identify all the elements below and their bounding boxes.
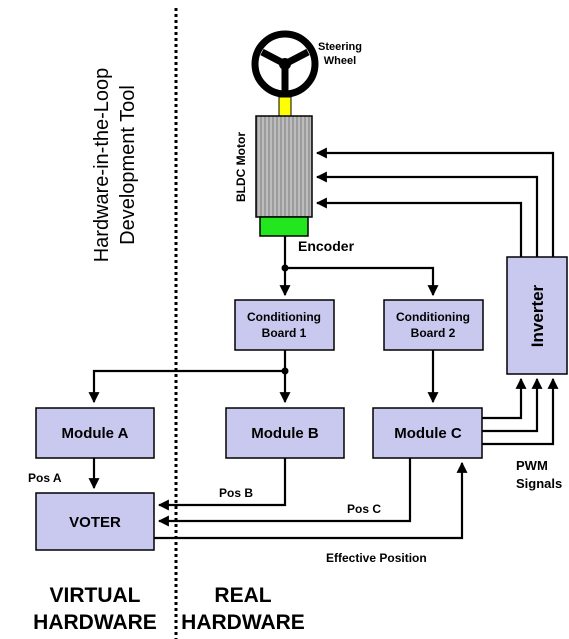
pos-c-label: Pos C — [347, 502, 381, 516]
wire-encoder-to-board2 — [285, 266, 439, 297]
junction-dot — [281, 367, 289, 375]
wire-pwm-1 — [482, 377, 527, 420]
wire-module-c-to-voter — [157, 458, 412, 527]
steering-wheel-label-1: Steering — [318, 41, 362, 53]
module-b-label: Module B — [251, 425, 319, 442]
side-title-line1: Hardware-in-the-Loop — [91, 68, 113, 263]
wire-module-b-to-voter — [157, 458, 287, 511]
real-hardware-line2: HARDWARE — [181, 611, 305, 634]
conditioning-board-2-line1: Conditioning — [396, 310, 470, 324]
pos-b-label: Pos B — [219, 486, 253, 500]
module-a-label: Module A — [62, 425, 129, 442]
conditioning-board-1-line2: Board 1 — [262, 326, 307, 340]
junction-dot — [281, 264, 289, 272]
pwm-label-1: PWM — [516, 458, 548, 473]
motor-shaft — [278, 96, 292, 117]
wire-pwm-2 — [482, 377, 543, 433]
voter-block — [35, 492, 155, 551]
encoder-label: Encoder — [298, 238, 355, 254]
wire-inverter-to-motor-3 — [315, 197, 523, 257]
module-c-label: Module C — [394, 425, 462, 442]
wire-pwm-3 — [482, 377, 559, 446]
conditioning-board-2 — [383, 299, 484, 351]
steering-wheel-label-2: Wheel — [324, 55, 356, 67]
pos-a-label: Pos A — [28, 471, 62, 485]
side-title-line2: Development Tool — [117, 85, 139, 245]
virtual-hardware-line2: HARDWARE — [33, 611, 157, 634]
wire-effective-position — [154, 461, 468, 540]
bldc-motor — [255, 115, 313, 218]
conditioning-board-2-line2: Board 2 — [411, 326, 456, 340]
module-b — [225, 407, 345, 459]
encoder-block — [259, 216, 309, 237]
module-c — [372, 407, 483, 459]
conditioning-board-1 — [234, 299, 335, 351]
wire-inverter-to-motor-2 — [315, 171, 539, 257]
pwm-label-2: Signals — [516, 476, 562, 491]
motor-label: BLDC Motor — [234, 132, 248, 202]
effective-position-label: Effective Position — [326, 551, 427, 565]
wire-board1-to-module-a — [88, 369, 285, 404]
real-hardware-line1: REAL — [214, 584, 271, 607]
voter-label: VOTER — [69, 514, 121, 531]
steering-wheel-icon — [251, 30, 319, 98]
wire-inverter-to-motor-1 — [315, 147, 555, 257]
virtual-hardware-line1: VIRTUAL — [50, 584, 141, 607]
conditioning-board-1-line1: Conditioning — [247, 310, 321, 324]
module-a — [35, 407, 155, 459]
inverter-label: Inverter — [528, 284, 547, 347]
